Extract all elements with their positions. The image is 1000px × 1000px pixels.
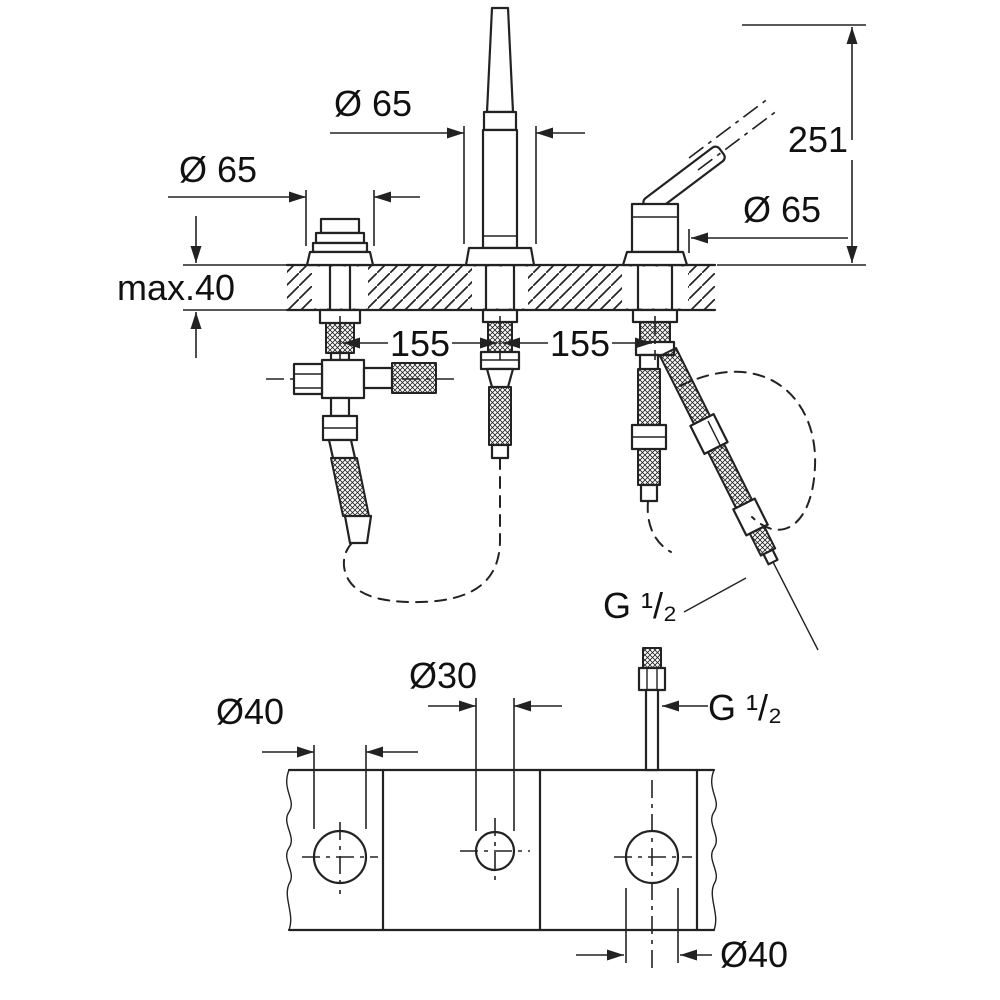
dimension-spacing-155-right: 155 [503, 316, 656, 364]
dim-155-right-label: 155 [550, 323, 610, 364]
dimension-spacing-155-left: 155 [339, 316, 501, 364]
mixer-flex-hoses [630, 308, 819, 651]
dim-dia65-right-label: Ø 65 [743, 189, 821, 230]
dimension-height-251: 251 [717, 24, 866, 266]
hand-shower [464, 6, 536, 267]
dim-dia40-left-label: Ø40 [216, 691, 284, 732]
inlet-hose-plan [637, 647, 667, 772]
dim-dia30-label: Ø30 [409, 655, 477, 696]
deck-plan-view [286, 768, 717, 974]
dimension-g12-hose: G ¹/₂ [603, 585, 677, 626]
dim-dia65-center-label: Ø 65 [334, 83, 412, 124]
shutoff-valve-handle [305, 217, 375, 267]
hose-routing-phantom-lines [342, 370, 817, 604]
dim-dia40-right-label: Ø40 [720, 934, 788, 975]
dimension-max40: max.40 [117, 216, 287, 358]
dimension-dia65-center: Ø 65 [330, 83, 585, 244]
single-lever-mixer [621, 97, 779, 267]
dimension-dia65-right: Ø 65 [688, 189, 848, 253]
dim-max40-label: max.40 [117, 267, 235, 308]
dim-g12-hose-label: G ¹/₂ [603, 585, 677, 626]
dimension-dia40-left: Ø40 [216, 691, 418, 829]
dim-g12-inlet-label: G ¹/₂ [708, 687, 782, 728]
dimension-dia40-right: Ø40 [576, 888, 788, 975]
dim-155-left-label: 155 [390, 323, 450, 364]
dimension-dia65-left: Ø 65 [168, 149, 420, 246]
deck-cross-section [285, 263, 717, 312]
dimension-dia30-center: Ø30 [409, 655, 562, 831]
dimension-g12-inlet: G ¹/₂ [662, 687, 782, 728]
dim-height-251-label: 251 [788, 119, 848, 160]
dim-dia65-left-label: Ø 65 [179, 149, 257, 190]
